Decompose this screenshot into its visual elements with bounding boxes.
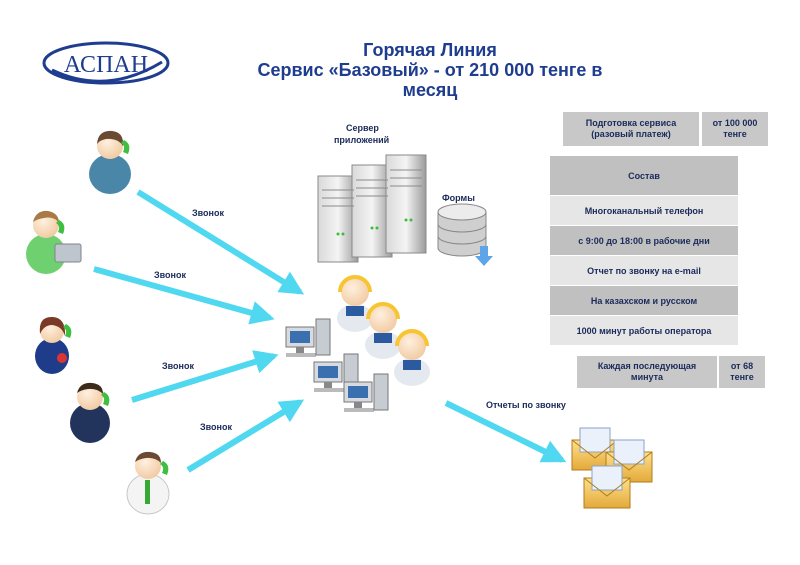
laptop-icon <box>54 243 82 263</box>
aspan-logo: АСПАН <box>42 41 170 85</box>
extra-label-2: минута <box>630 372 664 382</box>
report-arrow <box>444 400 567 463</box>
setup-price-2: тенге <box>723 129 747 139</box>
phone-icon <box>101 392 110 406</box>
extra-price-2: тенге <box>730 372 754 382</box>
setup-price-box: от 100 000 тенге <box>702 112 768 146</box>
email-reports-icon <box>571 427 653 509</box>
forms-label: Формы <box>442 193 475 203</box>
server-icon <box>317 154 427 263</box>
bag-icon <box>57 353 67 363</box>
call-label-3: Звонок <box>162 361 194 371</box>
computer-icon <box>343 373 389 412</box>
extra-price-box: от 68 тенге <box>719 356 765 388</box>
composition-item-3: Отчет по звонку на e-mail <box>550 256 738 285</box>
server-label-1: Сервер <box>346 123 379 133</box>
extra-label-1: Каждая последующая <box>597 361 697 371</box>
caller-2 <box>26 210 82 274</box>
database-icon <box>437 203 493 266</box>
caller-4 <box>70 382 110 443</box>
call-arrow-2 <box>93 266 275 325</box>
title-line-2: Сервис «Базовый» - от 210 000 тенге в <box>257 60 603 80</box>
call-arrow-4 <box>186 399 305 473</box>
computer-icon <box>313 353 359 392</box>
call-arrows <box>93 189 567 473</box>
server-label-2: приложений <box>334 135 390 145</box>
caller-1 <box>89 130 131 194</box>
setup-label-box: Подготовка сервиса (разовый платеж) <box>563 112 699 146</box>
caller-3 <box>35 316 72 374</box>
setup-label-1: Подготовка сервиса <box>585 118 677 128</box>
reports-label: Отчеты по звонку <box>486 400 566 410</box>
call-label-4: Звонок <box>200 422 232 432</box>
call-arrow-3 <box>131 350 279 403</box>
setup-price-1: от 100 000 <box>712 118 758 128</box>
composition-item-4: На казахском и русском <box>550 286 738 315</box>
operator-3 <box>394 329 430 386</box>
call-arrow-1 <box>136 189 305 295</box>
setup-label-2: (разовый платеж) <box>591 129 671 139</box>
title-line-3: месяц <box>402 80 458 100</box>
tie-icon <box>145 480 150 504</box>
extra-label-box: Каждая последующая минута <box>577 356 717 388</box>
composition-item-5: 1000 минут работы оператора <box>550 316 738 345</box>
phone-icon <box>56 220 65 234</box>
phone-icon <box>160 461 169 475</box>
composition-header: Состав <box>550 156 738 195</box>
download-arrow-icon <box>475 246 493 266</box>
operator-1 <box>337 275 373 332</box>
extra-price-1: от 68 <box>730 361 754 371</box>
composition-item-1: Многоканальный телефон <box>550 196 738 225</box>
composition-item-2: с 9:00 до 18:00 в рабочие дни <box>550 226 738 255</box>
title-line-1: Горячая Линия <box>363 40 497 60</box>
computer-icon <box>285 318 331 357</box>
call-center-operators <box>285 275 430 412</box>
call-label-2: Звонок <box>154 270 186 280</box>
caller-5 <box>126 451 170 515</box>
call-label-1: Звонок <box>192 208 224 218</box>
envelope-icon <box>583 465 631 509</box>
logo-text: АСПАН <box>64 52 148 78</box>
phone-icon <box>121 140 130 154</box>
page-title: Горячая Линия Сервис «Базовый» - от 210 … <box>230 40 630 100</box>
operator-2 <box>365 302 401 359</box>
phone-icon <box>63 324 72 338</box>
